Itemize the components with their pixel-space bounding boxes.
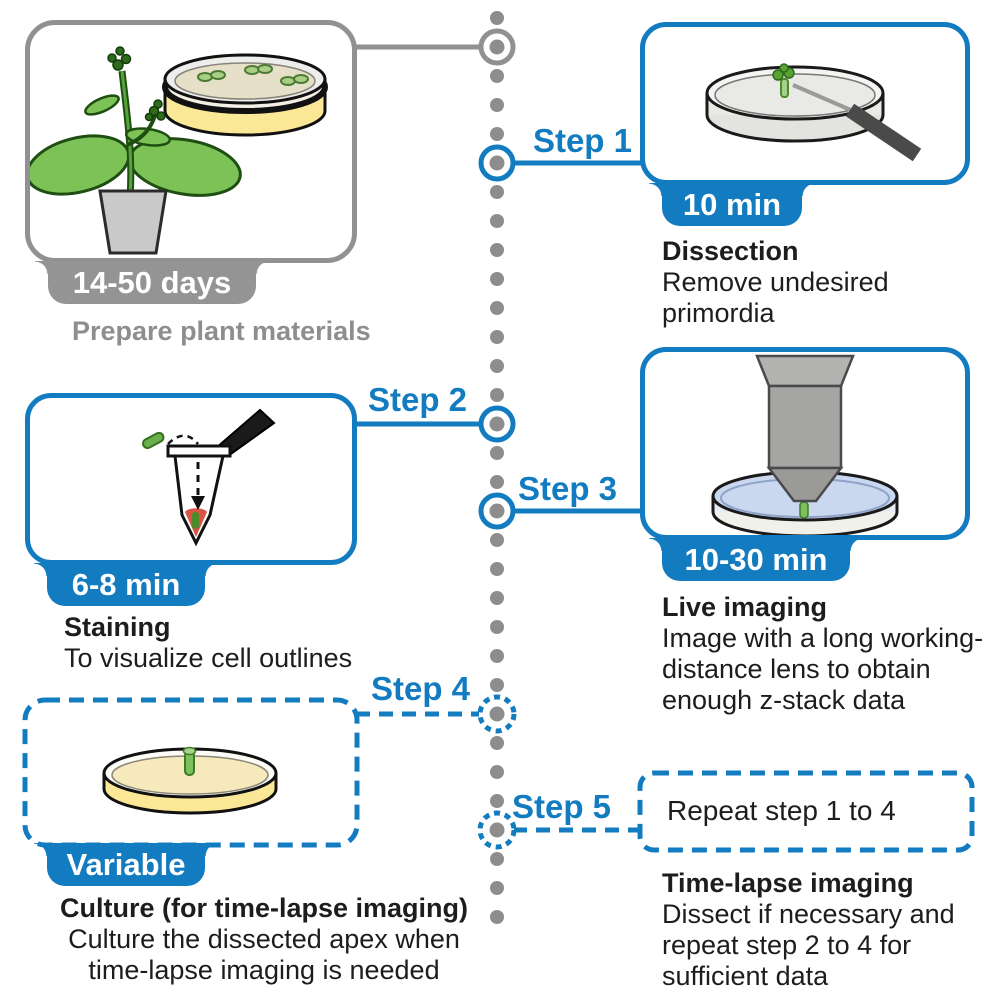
timeline-dot xyxy=(490,243,504,257)
timeline-node-step2 xyxy=(478,405,516,443)
repeat-box xyxy=(637,770,975,853)
step1-duration-badge: 10 min xyxy=(649,183,815,226)
timeline-dot xyxy=(490,881,504,895)
apex-piece-icon xyxy=(141,431,165,449)
timeline-dot xyxy=(490,562,504,576)
step3-body: Image with a long working- distance lens… xyxy=(662,623,984,715)
timeline-dot xyxy=(490,910,504,924)
timeline-dot xyxy=(490,620,504,634)
dissection-dish-illustration xyxy=(705,63,922,162)
step3-box xyxy=(640,347,970,540)
staining-tube-illustration xyxy=(141,408,276,547)
step4-label: Step 4 xyxy=(371,670,471,707)
objective-icon xyxy=(755,354,855,503)
seedling-icon xyxy=(772,63,795,98)
plant-icon xyxy=(30,46,242,255)
timeline-dot xyxy=(490,330,504,344)
objective-lens-illustration xyxy=(711,354,899,535)
step5-title: Time-lapse imaging xyxy=(662,868,914,898)
step1-box xyxy=(640,22,970,185)
step2-duration-badge: 6-8 min xyxy=(34,563,218,606)
step4-duration-badge: Variable xyxy=(34,843,218,886)
timeline-dot xyxy=(490,446,504,460)
prepare-box xyxy=(25,20,357,263)
timeline-node-step4 xyxy=(477,694,517,734)
prepare-caption: Prepare plant materials xyxy=(72,316,371,346)
timeline-dot xyxy=(490,11,504,25)
timeline-dot xyxy=(490,678,504,692)
timeline-node-step3 xyxy=(478,492,516,530)
timeline-dot xyxy=(490,649,504,663)
step5-body: Dissect if necessary and repeat step 2 t… xyxy=(662,899,955,991)
timeline-dot xyxy=(490,388,504,402)
pot-icon xyxy=(98,189,168,255)
step1-body: Remove undesired primordia xyxy=(662,267,889,328)
step3-title: Live imaging xyxy=(662,592,828,622)
timeline-node-step1 xyxy=(478,144,516,182)
step5-caption: Time-lapse imaging Dissect if necessary … xyxy=(662,868,992,992)
step3-duration-badge: 10-30 min xyxy=(649,538,863,581)
step4-body: Culture the dissected apex when time-lap… xyxy=(68,924,460,985)
step1-title: Dissection xyxy=(662,236,799,266)
timeline-dot xyxy=(490,794,504,808)
timeline-dot xyxy=(490,765,504,779)
step1-label: Step 1 xyxy=(532,122,632,159)
prepare-duration-badge: 14-50 days xyxy=(35,261,269,304)
timeline-node-step5 xyxy=(477,810,517,850)
timeline-dot xyxy=(490,214,504,228)
timeline-dot xyxy=(490,185,504,199)
timeline-dot xyxy=(490,98,504,112)
timeline-dot xyxy=(490,852,504,866)
timeline-node-prepare xyxy=(478,28,516,66)
step4-box xyxy=(30,705,352,845)
timeline-dot xyxy=(490,69,504,83)
culture-dish-illustration xyxy=(102,746,278,815)
arrow-down-icon xyxy=(191,496,205,510)
timeline-dot xyxy=(490,127,504,141)
step2-caption: Staining To visualize cell outlines xyxy=(64,612,424,674)
step2-body: To visualize cell outlines xyxy=(64,643,353,673)
timeline-dot xyxy=(490,533,504,547)
timeline-dots xyxy=(490,11,504,924)
timeline-dot xyxy=(490,301,504,315)
timeline-dot xyxy=(490,359,504,373)
step4-title: Culture (for time-lapse imaging) xyxy=(59,893,469,923)
apex-icon xyxy=(182,746,197,776)
timeline-dot xyxy=(490,736,504,750)
step5-box-text: Repeat step 1 to 4 xyxy=(667,795,896,826)
step1-caption: Dissection Remove undesired primordia xyxy=(662,236,972,329)
step5-label: Step 5 xyxy=(512,788,612,825)
sample-icon xyxy=(799,501,809,519)
step4-caption: Culture (for time-lapse imaging) Culture… xyxy=(57,893,471,986)
step3-label: Step 3 xyxy=(518,470,618,507)
scalpel-icon xyxy=(792,83,922,162)
timeline-dot xyxy=(490,591,504,605)
step3-caption: Live imaging Image with a long working- … xyxy=(662,592,992,716)
seed-plate-icon xyxy=(162,53,328,137)
timeline-dot xyxy=(490,475,504,489)
step2-title: Staining xyxy=(64,612,171,642)
step2-label: Step 2 xyxy=(368,381,468,418)
step2-box xyxy=(25,393,357,565)
timeline-dot xyxy=(490,272,504,286)
plant-and-plate-illustration xyxy=(30,46,328,255)
